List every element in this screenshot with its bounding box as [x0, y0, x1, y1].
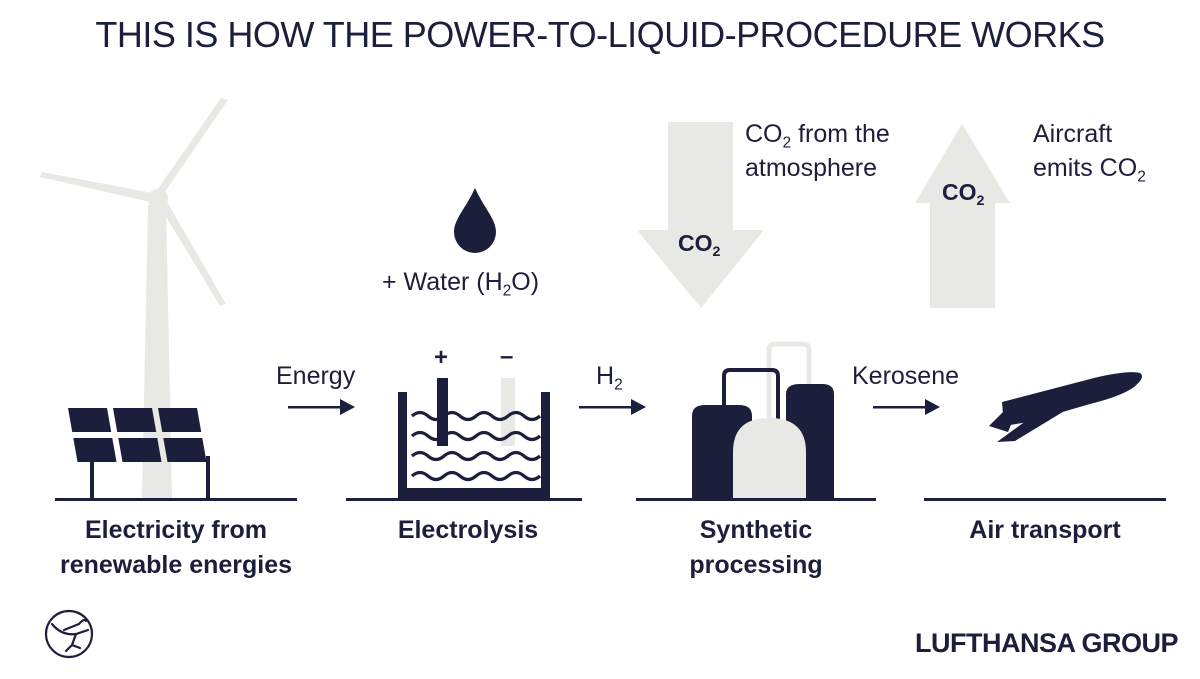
co2-up-arrow-label: CO2: [942, 179, 985, 209]
crane-logo-icon: [44, 609, 94, 659]
co2-down-arrow-label: CO2: [678, 230, 721, 260]
kerosene-label: Kerosene: [852, 362, 960, 390]
water-drop-icon: [454, 188, 496, 253]
aircraft-emits-label: Aircraft emits CO2: [1033, 120, 1146, 186]
electrode-minus-sign: –: [500, 343, 514, 370]
stage-label-electrolysis: Electrolysis: [397, 516, 539, 544]
electrode-plus-sign: +: [434, 344, 449, 371]
co2-atmosphere-label: CO2 from the atmosphere: [745, 120, 890, 182]
h2-label: H2: [596, 362, 623, 394]
ground-lines: [55, 498, 1166, 501]
water-label: + Water (H2O): [382, 268, 540, 300]
electrolysis-tank-icon: [398, 378, 550, 498]
flow-arrow-kerosene: [873, 399, 940, 415]
flow-arrow-energy: [288, 399, 355, 415]
synthesis-plant-icon: [692, 341, 834, 498]
stage-label-air-transport: Air transport: [969, 516, 1121, 544]
solar-panel-icon: [68, 408, 210, 498]
brand-wordmark: LUFTHANSA GROUP: [915, 628, 1179, 658]
airplane-icon: [989, 372, 1142, 442]
co2-up-arrow: [915, 124, 1010, 308]
co2-down-arrow: [637, 122, 764, 308]
flow-arrow-h2: [579, 399, 646, 415]
energy-label: Energy: [276, 362, 356, 390]
page-title: THIS IS HOW THE POWER-TO-LIQUID-PROCEDUR…: [95, 14, 1105, 55]
